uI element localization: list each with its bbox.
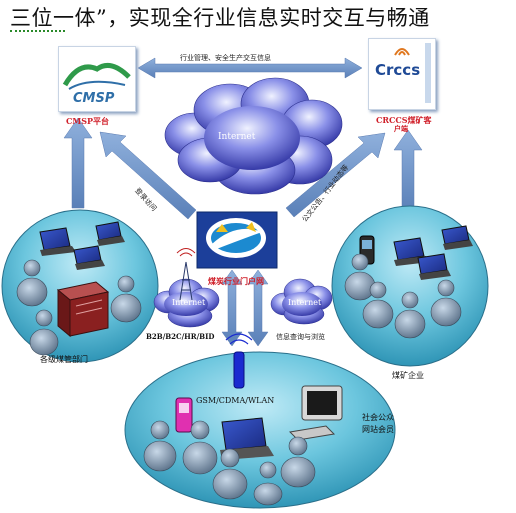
central-cloud: [164, 77, 343, 195]
crccs-label-line2: 户端: [394, 124, 408, 133]
radio-tower-icon: [176, 248, 196, 301]
central-cloud-label: Internet: [218, 132, 256, 142]
portal-to-cmsp-arrow: [99, 131, 197, 220]
cmsp-up-arrow: [63, 117, 93, 209]
antenna-icon: [225, 333, 253, 389]
cmsp-logo-text: CMSP: [73, 91, 115, 106]
public-label-line2: 网站会员: [362, 425, 394, 434]
b2b-label: B2B/B2C/HR/BID: [146, 332, 215, 341]
portal-to-crccs-arrow: [285, 132, 386, 218]
right-cloud-label: Internet: [288, 298, 322, 307]
right-small-cloud: [270, 278, 333, 325]
page-title: 三位一体”，实现全行业信息实时交互与畅通: [10, 6, 430, 30]
crccs-logo-text: Crccs: [375, 61, 421, 79]
top-arrow-label: 行业管理、安全生产交互信息: [180, 54, 271, 62]
cmsp-mountain-icon: [62, 62, 131, 90]
coal-admin-label: 各级煤管部门: [40, 355, 88, 364]
coal-enterprise-label: 煤矿企业: [392, 371, 424, 380]
crccs-label-line1: CRCCS煤矿客: [376, 115, 432, 125]
public-label-line1: 社会公众: [362, 413, 394, 422]
bottom-pink-phone-icon: [175, 397, 193, 433]
left-cloud-label: Internet: [172, 298, 206, 307]
right-laptops: [393, 225, 473, 280]
cmsp-label: CMSP平台: [66, 116, 110, 126]
portal-label: 煤炭行业门户网: [208, 276, 264, 286]
left-laptops: [39, 221, 125, 270]
title-underline-decoration: [10, 28, 65, 32]
cmsp-logo: CMSP: [58, 46, 136, 112]
info-query-label: 信息查询与浏览: [276, 333, 325, 341]
crccs-signal-icon: [394, 48, 410, 56]
portal-logo: [196, 211, 278, 269]
right-people: [344, 253, 462, 339]
top-double-arrow: [137, 57, 363, 79]
crccs-logo: Crccs: [368, 38, 436, 110]
portal-bottom-double-arrows: [221, 269, 269, 347]
network-label: GSM/CDMA/WLAN: [196, 396, 275, 405]
left-server-icon: [56, 281, 110, 338]
crccs-logo-stripe: [425, 43, 431, 103]
bottom-people: [143, 420, 316, 506]
crccs-up-arrow: [393, 129, 423, 213]
left-people: [16, 259, 142, 356]
left-small-cloud: [153, 278, 220, 328]
